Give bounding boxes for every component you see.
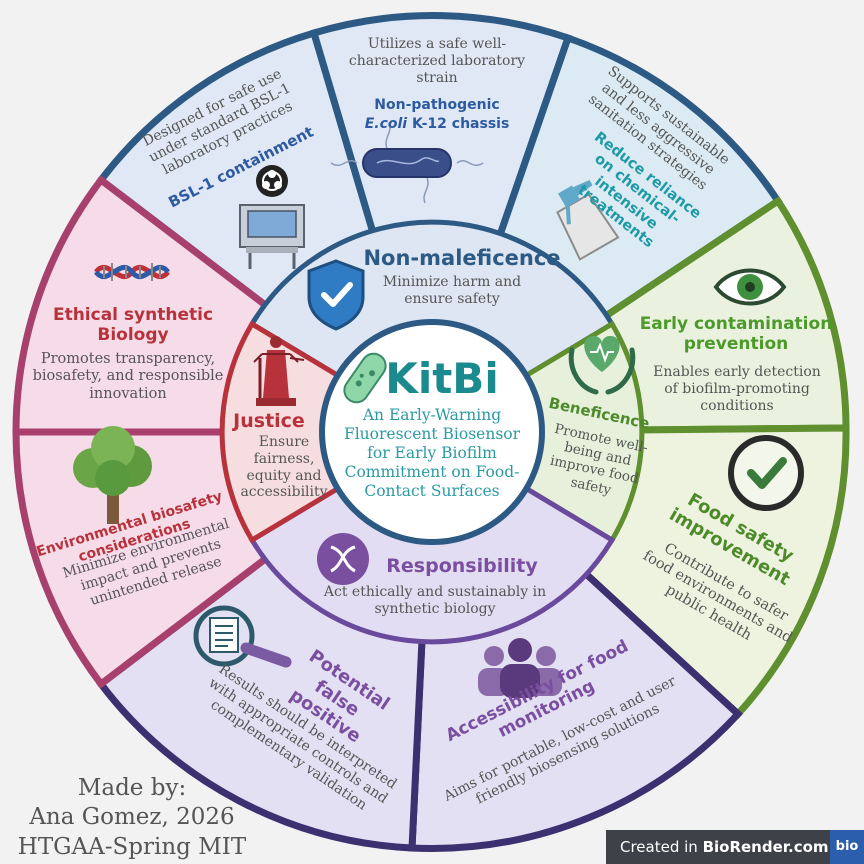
ecoli-italic: E.coli	[364, 116, 408, 132]
contamination-desc: Enables early detection of biofilm-promo…	[653, 364, 821, 414]
heart-hands-icon	[568, 336, 636, 395]
non-maleficence-title: Non-maleficence	[363, 246, 561, 270]
author-credit: Made by: Ana Gomez, 2026 HTGAA-Spring MI…	[12, 774, 252, 862]
justice-title: Justice	[233, 410, 305, 432]
badge-prefix: Created in	[620, 838, 703, 856]
ecoli-desc: Utilizes a safe well-characterized labor…	[348, 36, 526, 86]
credit-line-1: Made by:	[77, 775, 187, 801]
ecoli-rest: K-12 chassis	[407, 116, 510, 132]
biorender-logo-icon[interactable]: bio	[830, 830, 864, 864]
biohazard-icon	[256, 165, 288, 197]
bacterium-icon	[343, 352, 387, 404]
magnifier-document-icon	[193, 605, 292, 668]
ethical-title: Ethical synthetic Biology	[52, 305, 214, 346]
check-circle-icon	[728, 435, 804, 511]
responsibility-desc: Act ethically and sustainably in synthet…	[323, 584, 547, 617]
eye-icon	[713, 268, 787, 306]
ecoli-title-line2: E.coli K-12 chassis	[342, 116, 532, 133]
dna-helix-icon	[94, 263, 170, 281]
badge-brand: BioRender.com	[702, 838, 829, 856]
biosafety-cabinet-icon	[239, 204, 305, 269]
tree-icon	[73, 426, 152, 524]
ecoli-title-line1: Non-pathogenic	[374, 97, 500, 113]
justice-desc: Ensure fairness, equity and accessibilit…	[240, 434, 328, 501]
contamination-title: Early contamination prevention	[639, 314, 833, 355]
center-subtitle: An Early-Warning Fluorescent Biosensor f…	[343, 406, 521, 500]
shield-icon	[307, 259, 365, 331]
spray-bottle-icon	[556, 179, 620, 261]
credit-line-2: Ana Gomez, 2026	[29, 804, 235, 831]
responsibility-title: Responsibility	[386, 555, 538, 577]
biorender-badge[interactable]: Created in BioRender.com	[606, 830, 830, 864]
justice-statue-icon	[253, 336, 305, 406]
credit-line-3: HTGAA-Spring MIT	[17, 833, 247, 860]
center-title: KitBi	[385, 354, 499, 403]
people-group-icon	[478, 638, 562, 698]
non-maleficence-desc: Minimize harm and ensure safety	[382, 274, 522, 307]
ecoli-bacterium-icon	[330, 122, 484, 204]
dna-circle-icon	[317, 533, 369, 585]
ethical-desc: Promotes transparency, biosafety, and re…	[32, 351, 224, 402]
